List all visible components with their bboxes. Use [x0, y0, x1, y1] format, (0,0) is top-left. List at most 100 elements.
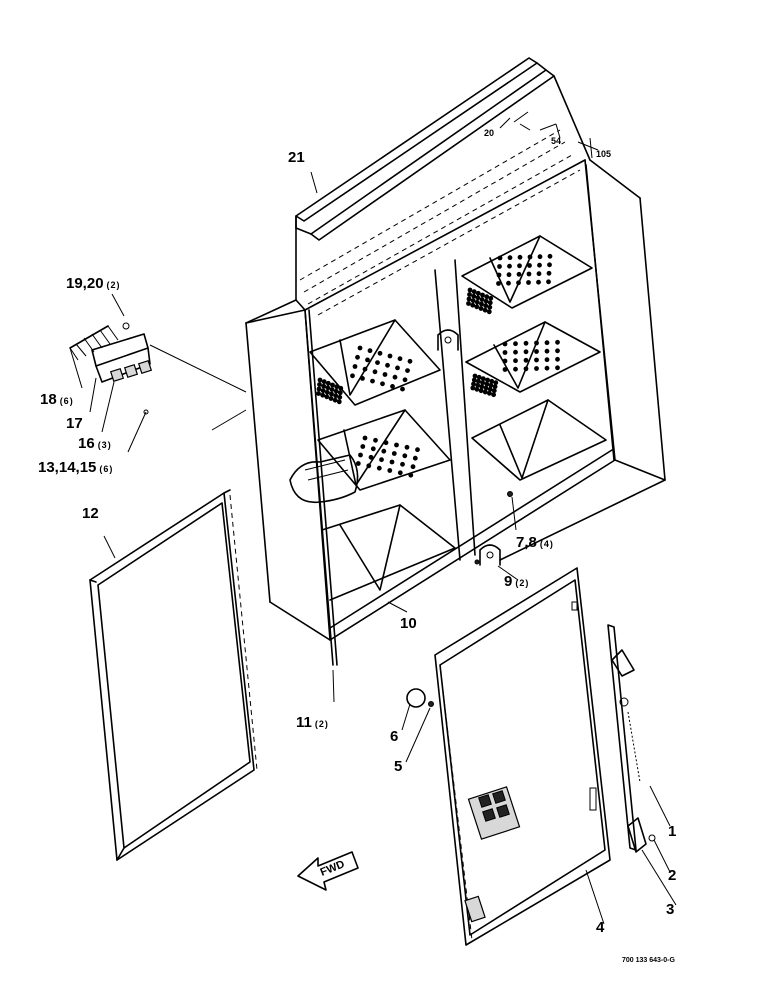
perforation-hole [480, 380, 485, 386]
perforation-hole [334, 384, 340, 390]
connector-line-2 [211, 409, 247, 431]
perforation-hole [536, 279, 541, 285]
perforation-hole [516, 280, 521, 286]
perforation-hole [337, 390, 343, 396]
screw-7-8 [507, 491, 513, 497]
perforation-hole [472, 373, 478, 379]
perforation-hole [390, 384, 395, 389]
perforation-hole [337, 394, 343, 400]
perforation-hole [355, 461, 361, 466]
perforation-hole [544, 365, 550, 371]
perforation-hole [527, 254, 533, 260]
perforation-hole [502, 341, 508, 347]
perforation-hole [320, 392, 326, 398]
perforation-hole [325, 380, 331, 386]
perforation-hole [547, 253, 553, 259]
dimension-20: 20 [484, 128, 494, 138]
perforation-hole [407, 358, 413, 364]
callout-3: 3 [666, 901, 674, 918]
dimension-54: 54 [551, 136, 561, 146]
callout-13-14-15: 13,14,15(6) [38, 459, 113, 476]
perforation-hole [370, 446, 376, 452]
perforation-hole [523, 340, 529, 346]
perforation-hole [526, 271, 532, 277]
perforation-hole [486, 309, 492, 315]
fwd-direction-arrow [297, 851, 359, 891]
perforation-hole [523, 349, 529, 355]
perforation-hole [555, 365, 560, 371]
perforation-hole [382, 372, 388, 377]
perforation-hole [506, 280, 511, 286]
dimension-marks [499, 111, 599, 159]
perforation-hole [379, 457, 384, 463]
perforation-hole [467, 287, 473, 293]
side-door-panel [89, 489, 258, 861]
perforation-hole [502, 350, 508, 355]
perforation-hole [397, 470, 403, 476]
perforation-hole [506, 272, 512, 278]
callout-1: 1 [668, 823, 676, 840]
perforation-hole [360, 444, 366, 449]
perforation-hole [474, 299, 480, 305]
top-cover-strip [295, 57, 555, 241]
perforation-hole [366, 463, 372, 469]
perforation-hole [362, 435, 368, 441]
perforation-hole [466, 301, 471, 306]
perforation-hole [474, 386, 480, 392]
perforation-hole [534, 349, 539, 354]
perforation-hole [470, 302, 476, 308]
perforation-hole [493, 380, 499, 386]
perforation-hole [370, 378, 375, 384]
perforation-hole [489, 378, 495, 384]
perforation-hole [497, 255, 503, 261]
drawing-number: 700 133 643-0-G [622, 957, 675, 964]
perforation-hole [555, 339, 560, 345]
perforation-hole [496, 281, 501, 286]
perforation-hole [467, 292, 472, 297]
perforation-hole [546, 279, 551, 285]
perforation-hole [400, 461, 405, 467]
perforation-hole [507, 255, 513, 261]
perforation-hole [381, 448, 387, 454]
callout-7-8: 7,8(4) [516, 534, 554, 551]
perforation-hole [404, 444, 410, 450]
perforation-hole [400, 386, 405, 392]
perforation-hole [546, 270, 552, 276]
perforation-hole [317, 377, 323, 383]
perforation-hole [497, 264, 502, 269]
perforation-hole [536, 271, 542, 277]
perforation-hole [537, 262, 542, 268]
perforation-hole [402, 377, 408, 383]
perforation-hole [482, 307, 488, 313]
perforation-hole [534, 366, 539, 371]
terminal-strip-assembly [69, 322, 153, 415]
perforation-hole [471, 381, 476, 387]
perforation-hole [385, 362, 390, 368]
perforation-hole [478, 388, 484, 394]
perforation-hole [534, 357, 539, 363]
callout-10: 10 [400, 615, 417, 632]
perforation-hole [329, 387, 335, 392]
perforation-hole [389, 459, 395, 465]
callout-2: 2 [668, 867, 676, 884]
perforation-hole [502, 367, 508, 372]
perforation-hole [362, 366, 368, 372]
perforation-hole [483, 298, 489, 304]
perforation-hole [491, 388, 497, 394]
perforation-hole [471, 377, 477, 383]
perforation-hole [408, 472, 414, 478]
perforation-hole [387, 353, 393, 359]
callout-16: 16(3) [78, 435, 112, 452]
perforation-hole [507, 263, 512, 269]
perforation-hole [466, 296, 472, 302]
latch-assembly [607, 624, 656, 853]
perforation-hole [523, 366, 529, 372]
perforation-hole [513, 358, 518, 364]
perforation-hole [476, 374, 482, 380]
perforation-hole [329, 391, 334, 397]
callout-12: 12 [82, 505, 99, 522]
connector-line [149, 344, 247, 393]
perforation-hole [480, 292, 485, 298]
perforation-hole [483, 303, 489, 309]
perforation-hole [330, 382, 335, 388]
